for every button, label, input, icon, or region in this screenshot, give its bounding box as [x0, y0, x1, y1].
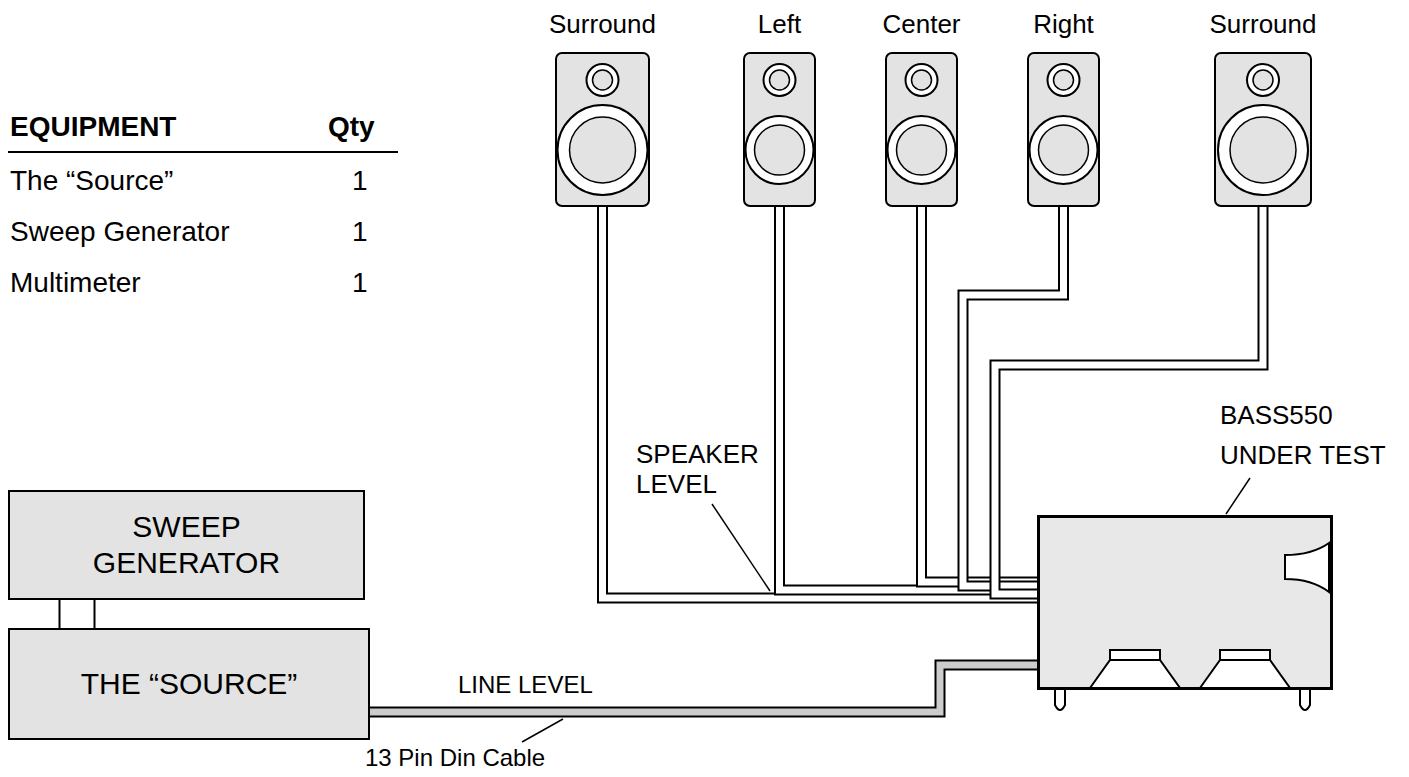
speaker-body — [1028, 53, 1099, 206]
speaker-label: Surround — [503, 9, 703, 40]
tweeter-dome — [1054, 70, 1074, 90]
label-slot: The “Source” — [10, 166, 173, 197]
speaker-label: Right — [964, 9, 1164, 40]
label-slot: EQUIPMENT — [10, 112, 176, 143]
horn-tweeter — [1285, 543, 1329, 592]
label-slot: 1 — [352, 217, 368, 248]
label-slot: Qty — [328, 112, 375, 143]
table-heading: EQUIPMENT — [10, 112, 176, 143]
tweeter — [906, 64, 938, 96]
wire-outline — [370, 665, 1037, 712]
woofer-cone — [755, 125, 805, 175]
speaker-drawing — [555, 52, 650, 207]
speaker-drawing — [885, 52, 958, 207]
tweeter-dome — [593, 70, 613, 90]
speaker-label: Center — [822, 9, 1022, 40]
speaker-wire — [922, 207, 1038, 582]
unit-callout: BASS550 UNDER TEST — [1220, 395, 1395, 475]
speaker-cabinet: Surround — [555, 52, 650, 207]
speaker-drawing — [743, 52, 816, 207]
leader-line — [712, 504, 770, 591]
subwoofer-foot — [1055, 690, 1065, 710]
tweeter-dome — [770, 70, 790, 90]
woofer-cone — [897, 125, 947, 175]
tweeter — [1247, 64, 1279, 96]
wire-core — [603, 207, 1038, 598]
table-cell: 1 — [352, 268, 368, 299]
speaker-drawing — [1027, 52, 1100, 207]
woofer — [558, 105, 648, 195]
box-label: SWEEP GENERATOR — [67, 509, 307, 581]
equipment-box: THE “SOURCE” — [8, 628, 370, 740]
woofer — [1030, 116, 1098, 184]
label-slot: Sweep Generator — [10, 217, 229, 248]
table-heading: Qty — [328, 112, 375, 143]
label-slot: 1 — [352, 268, 368, 299]
din-cable — [370, 665, 1037, 712]
speaker-body — [886, 53, 957, 206]
woofer — [888, 116, 956, 184]
wire-core — [61, 600, 94, 628]
table-cell: The “Source” — [10, 166, 173, 197]
woofer-cone — [1230, 117, 1296, 183]
speaker-cabinet: Surround — [1214, 52, 1312, 207]
cable-callout: SPEAKER LEVEL — [636, 440, 786, 500]
patch-cable — [77, 600, 78, 628]
leader-line — [1226, 478, 1250, 514]
driver-magnet — [1220, 650, 1270, 660]
table-rule — [8, 151, 398, 153]
subwoofer-drawing — [1037, 515, 1333, 690]
label-slot: Multimeter — [10, 268, 141, 299]
tweeter — [764, 64, 796, 96]
label-slot: 13 Pin Din Cable — [365, 745, 545, 771]
label-slot: 1 — [352, 166, 368, 197]
table-cell: Multimeter — [10, 268, 141, 299]
speaker-label: Left — [680, 9, 880, 40]
woofer — [746, 116, 814, 184]
label-slot: SPEAKER LEVEL — [636, 440, 786, 500]
leader-line — [522, 719, 563, 742]
wire-outline — [922, 207, 1038, 582]
speaker-cabinet: Left — [743, 52, 816, 207]
cable-callout: 13 Pin Din Cable — [365, 745, 545, 771]
tweeter — [1048, 64, 1080, 96]
speaker-body — [1215, 53, 1311, 206]
tweeter — [587, 64, 619, 96]
tweeter-dome — [912, 70, 932, 90]
edge-label: LINE LEVEL — [458, 672, 593, 698]
tweeter-dome — [1253, 70, 1273, 90]
driver-cone — [1200, 660, 1290, 688]
equipment-box: SWEEP GENERATOR — [8, 490, 365, 600]
wire-outline — [59, 600, 96, 628]
speaker-body — [556, 53, 649, 206]
label-slot: LINE LEVEL — [458, 672, 593, 698]
speaker-cabinet: Center — [885, 52, 958, 207]
speaker-body — [744, 53, 815, 206]
speaker-cabinet: Right — [1027, 52, 1100, 207]
woofer-cone — [1039, 125, 1089, 175]
speaker-wire — [603, 207, 1038, 598]
speaker-label: Surround — [1163, 9, 1363, 40]
subwoofer-cabinet — [1039, 517, 1332, 689]
driver-magnet — [1110, 650, 1160, 660]
woofer-cone — [570, 117, 636, 183]
wire-core — [922, 207, 1038, 582]
wire-core — [370, 665, 1037, 712]
wire-outline — [603, 207, 1038, 598]
woofer — [1218, 105, 1308, 195]
speaker-drawing — [1214, 52, 1312, 207]
box-label: THE “SOURCE” — [81, 666, 298, 702]
table-cell: 1 — [352, 217, 368, 248]
table-cell: 1 — [352, 166, 368, 197]
table-cell: Sweep Generator — [10, 217, 229, 248]
subwoofer-unit: BASS550 UNDER TEST — [1037, 515, 1333, 690]
driver-cone — [1090, 660, 1180, 688]
subwoofer-foot — [1300, 690, 1310, 710]
